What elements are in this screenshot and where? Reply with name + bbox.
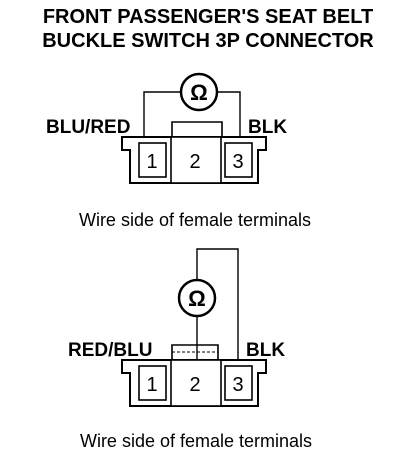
title-line-2: BUCKLE SWITCH 3P CONNECTOR: [42, 30, 374, 52]
top-right-lead: [218, 91, 241, 137]
top-pin-cell-3: [224, 142, 253, 178]
bottom-pin-3-label: 3: [232, 374, 243, 396]
top-left-wire-label: BLU/RED: [46, 117, 130, 138]
bottom-left-wire-label: RED/BLU: [68, 340, 152, 361]
bottom-right-lead: [196, 248, 239, 370]
top-left-lead: [143, 91, 180, 137]
bottom-pin-cell-2: [170, 359, 222, 407]
top-right-wire-label: BLK: [248, 117, 287, 138]
top-pin-2-label: 2: [189, 151, 200, 173]
top-connector-latch: [171, 121, 223, 137]
bottom-pin-1-label: 1: [146, 374, 157, 396]
top-pin-cell-2: [170, 136, 222, 184]
top-pin-1-label: 1: [146, 151, 157, 173]
bottom-pin-cell-3: [224, 365, 253, 401]
bottom-ohm-symbol: Ω: [188, 286, 206, 311]
bottom-right-wire-label: BLK: [246, 340, 285, 361]
title-line-1: FRONT PASSENGER'S SEAT BELT: [42, 6, 374, 28]
top-diagram: Ω BLU/RED BLK 1 2 3 Wire side of female …: [46, 72, 311, 230]
top-ohmmeter-leads: [143, 91, 241, 137]
bottom-pin-cell-1: [138, 365, 167, 401]
bottom-connector: [121, 344, 267, 407]
top-pin-cell-1: [138, 142, 167, 178]
top-ohm-symbol: Ω: [190, 80, 208, 105]
bottom-caption: Wire side of female terminals: [80, 431, 312, 451]
top-pin-3-label: 3: [232, 151, 243, 173]
top-connector: [121, 121, 267, 184]
top-ohmmeter-icon: Ω: [179, 72, 219, 112]
top-caption: Wire side of female terminals: [79, 210, 311, 230]
bottom-pin-2-label: 2: [189, 374, 200, 396]
bottom-ohmmeter-icon: Ω: [177, 278, 217, 318]
bottom-diagram: Ω RED/BLU BLK 1 2 3 Wire side of female …: [68, 248, 312, 451]
